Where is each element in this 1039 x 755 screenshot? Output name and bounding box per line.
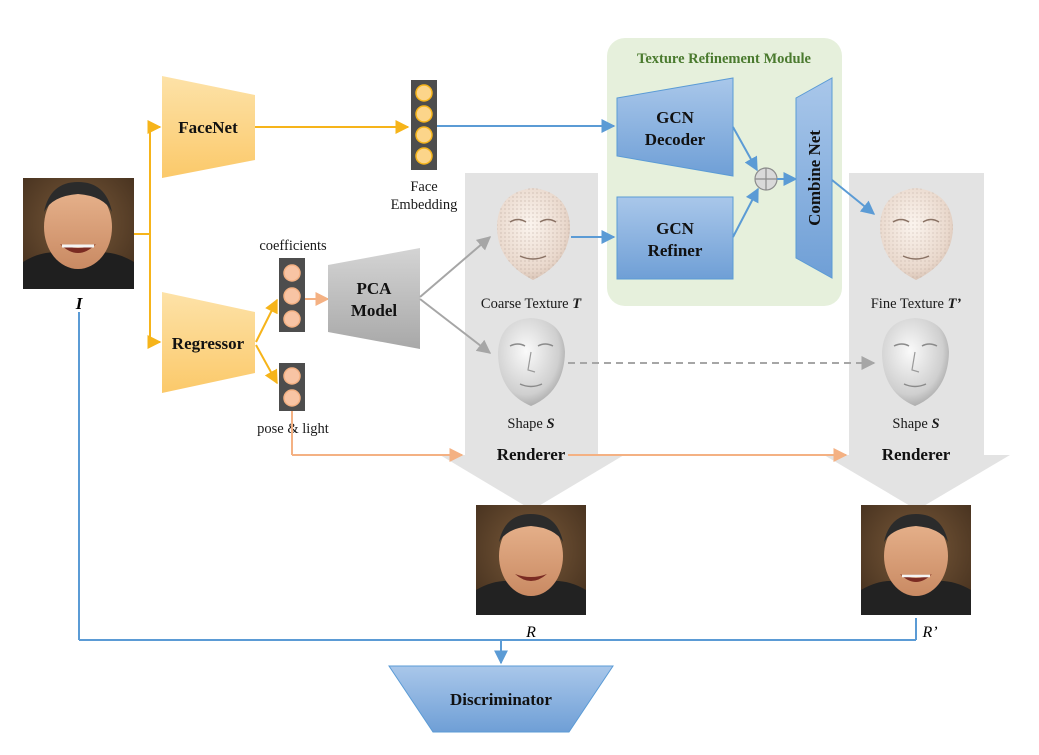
pose-light-to-renderers-arrows xyxy=(291,411,848,462)
discriminator-input-lines xyxy=(78,312,917,665)
renderer-right-label: Renderer xyxy=(882,445,951,464)
shape-mesh-right xyxy=(882,318,949,406)
arrow-regressor-to-coefficients xyxy=(255,298,278,343)
shape-right-text: Shape xyxy=(892,416,931,432)
coarse-texture-label: Coarse Texture T xyxy=(481,296,582,312)
arrow-decoder-to-sum xyxy=(732,126,758,172)
arrow-pca-to-coarse-texture xyxy=(419,236,492,298)
input-split-arrows xyxy=(134,120,162,349)
fine-texture-symbol: T’ xyxy=(948,296,962,312)
shape-right-symbol: S xyxy=(931,416,939,432)
facenet-block[interactable] xyxy=(162,76,255,178)
coefficients-label: coefficients xyxy=(259,238,327,254)
regressor-label: Regressor xyxy=(172,334,245,353)
face-embedding-vector xyxy=(411,80,437,170)
facenet-label: FaceNet xyxy=(178,118,238,137)
discriminator-block[interactable] xyxy=(388,665,614,733)
arrow-regressor-to-pose-light xyxy=(255,344,278,385)
gcn-decoder-label-line2: Decoder xyxy=(645,130,706,149)
gcn-refiner-block[interactable] xyxy=(616,196,734,280)
rendered-face-photo xyxy=(476,505,586,615)
gcn-decoder-block[interactable] xyxy=(616,77,734,177)
gcn-decoder-label-line1: GCN xyxy=(656,108,695,127)
fine-texture-text: Fine Texture xyxy=(871,296,948,312)
texture-refinement-module-title: Texture Refinement Module xyxy=(637,51,812,67)
render-symbol-refined-label: R’ xyxy=(921,624,937,641)
arrow-combine-to-fine-texture xyxy=(831,179,876,215)
sum-node-icon xyxy=(754,167,778,191)
pose-light-vector xyxy=(279,363,305,411)
shape-left-text: Shape xyxy=(507,416,546,432)
pca-model-label-line2: Model xyxy=(351,301,398,320)
arrow-refiner-to-sum xyxy=(732,187,759,238)
coarse-texture-symbol: T xyxy=(572,296,582,312)
pca-model-label-line1: PCA xyxy=(357,279,393,298)
input-symbol: I xyxy=(75,294,84,313)
shape-label-right: Shape S xyxy=(892,416,939,432)
fine-texture-mesh xyxy=(880,188,953,280)
fine-texture-label: Fine Texture T’ xyxy=(871,296,962,312)
face-embedding-label-line1: Face xyxy=(410,179,437,195)
discriminator-label: Discriminator xyxy=(450,690,552,709)
shape-left-symbol: S xyxy=(546,416,554,432)
coefficients-vector xyxy=(279,258,305,332)
render-symbol-label: R xyxy=(525,624,536,641)
refined-rendered-face-photo xyxy=(861,505,971,615)
coarse-texture-mesh xyxy=(497,188,570,280)
input-face-photo xyxy=(23,178,134,289)
gcn-refiner-label-line1: GCN xyxy=(656,219,695,238)
face-embedding-label-line2: Embedding xyxy=(391,197,458,213)
shape-mesh-left xyxy=(498,318,565,406)
shape-label-left: Shape S xyxy=(507,416,554,432)
regressor-block[interactable] xyxy=(162,292,255,393)
combine-net-block[interactable] xyxy=(795,77,833,279)
pca-model-block[interactable] xyxy=(328,248,420,349)
coarse-texture-text: Coarse Texture xyxy=(481,296,572,312)
arrow-pca-to-shape xyxy=(419,298,492,354)
gcn-refiner-label-line2: Refiner xyxy=(648,241,703,260)
combine-net-label: Combine Net xyxy=(805,130,824,226)
renderer-left-label: Renderer xyxy=(497,445,566,464)
